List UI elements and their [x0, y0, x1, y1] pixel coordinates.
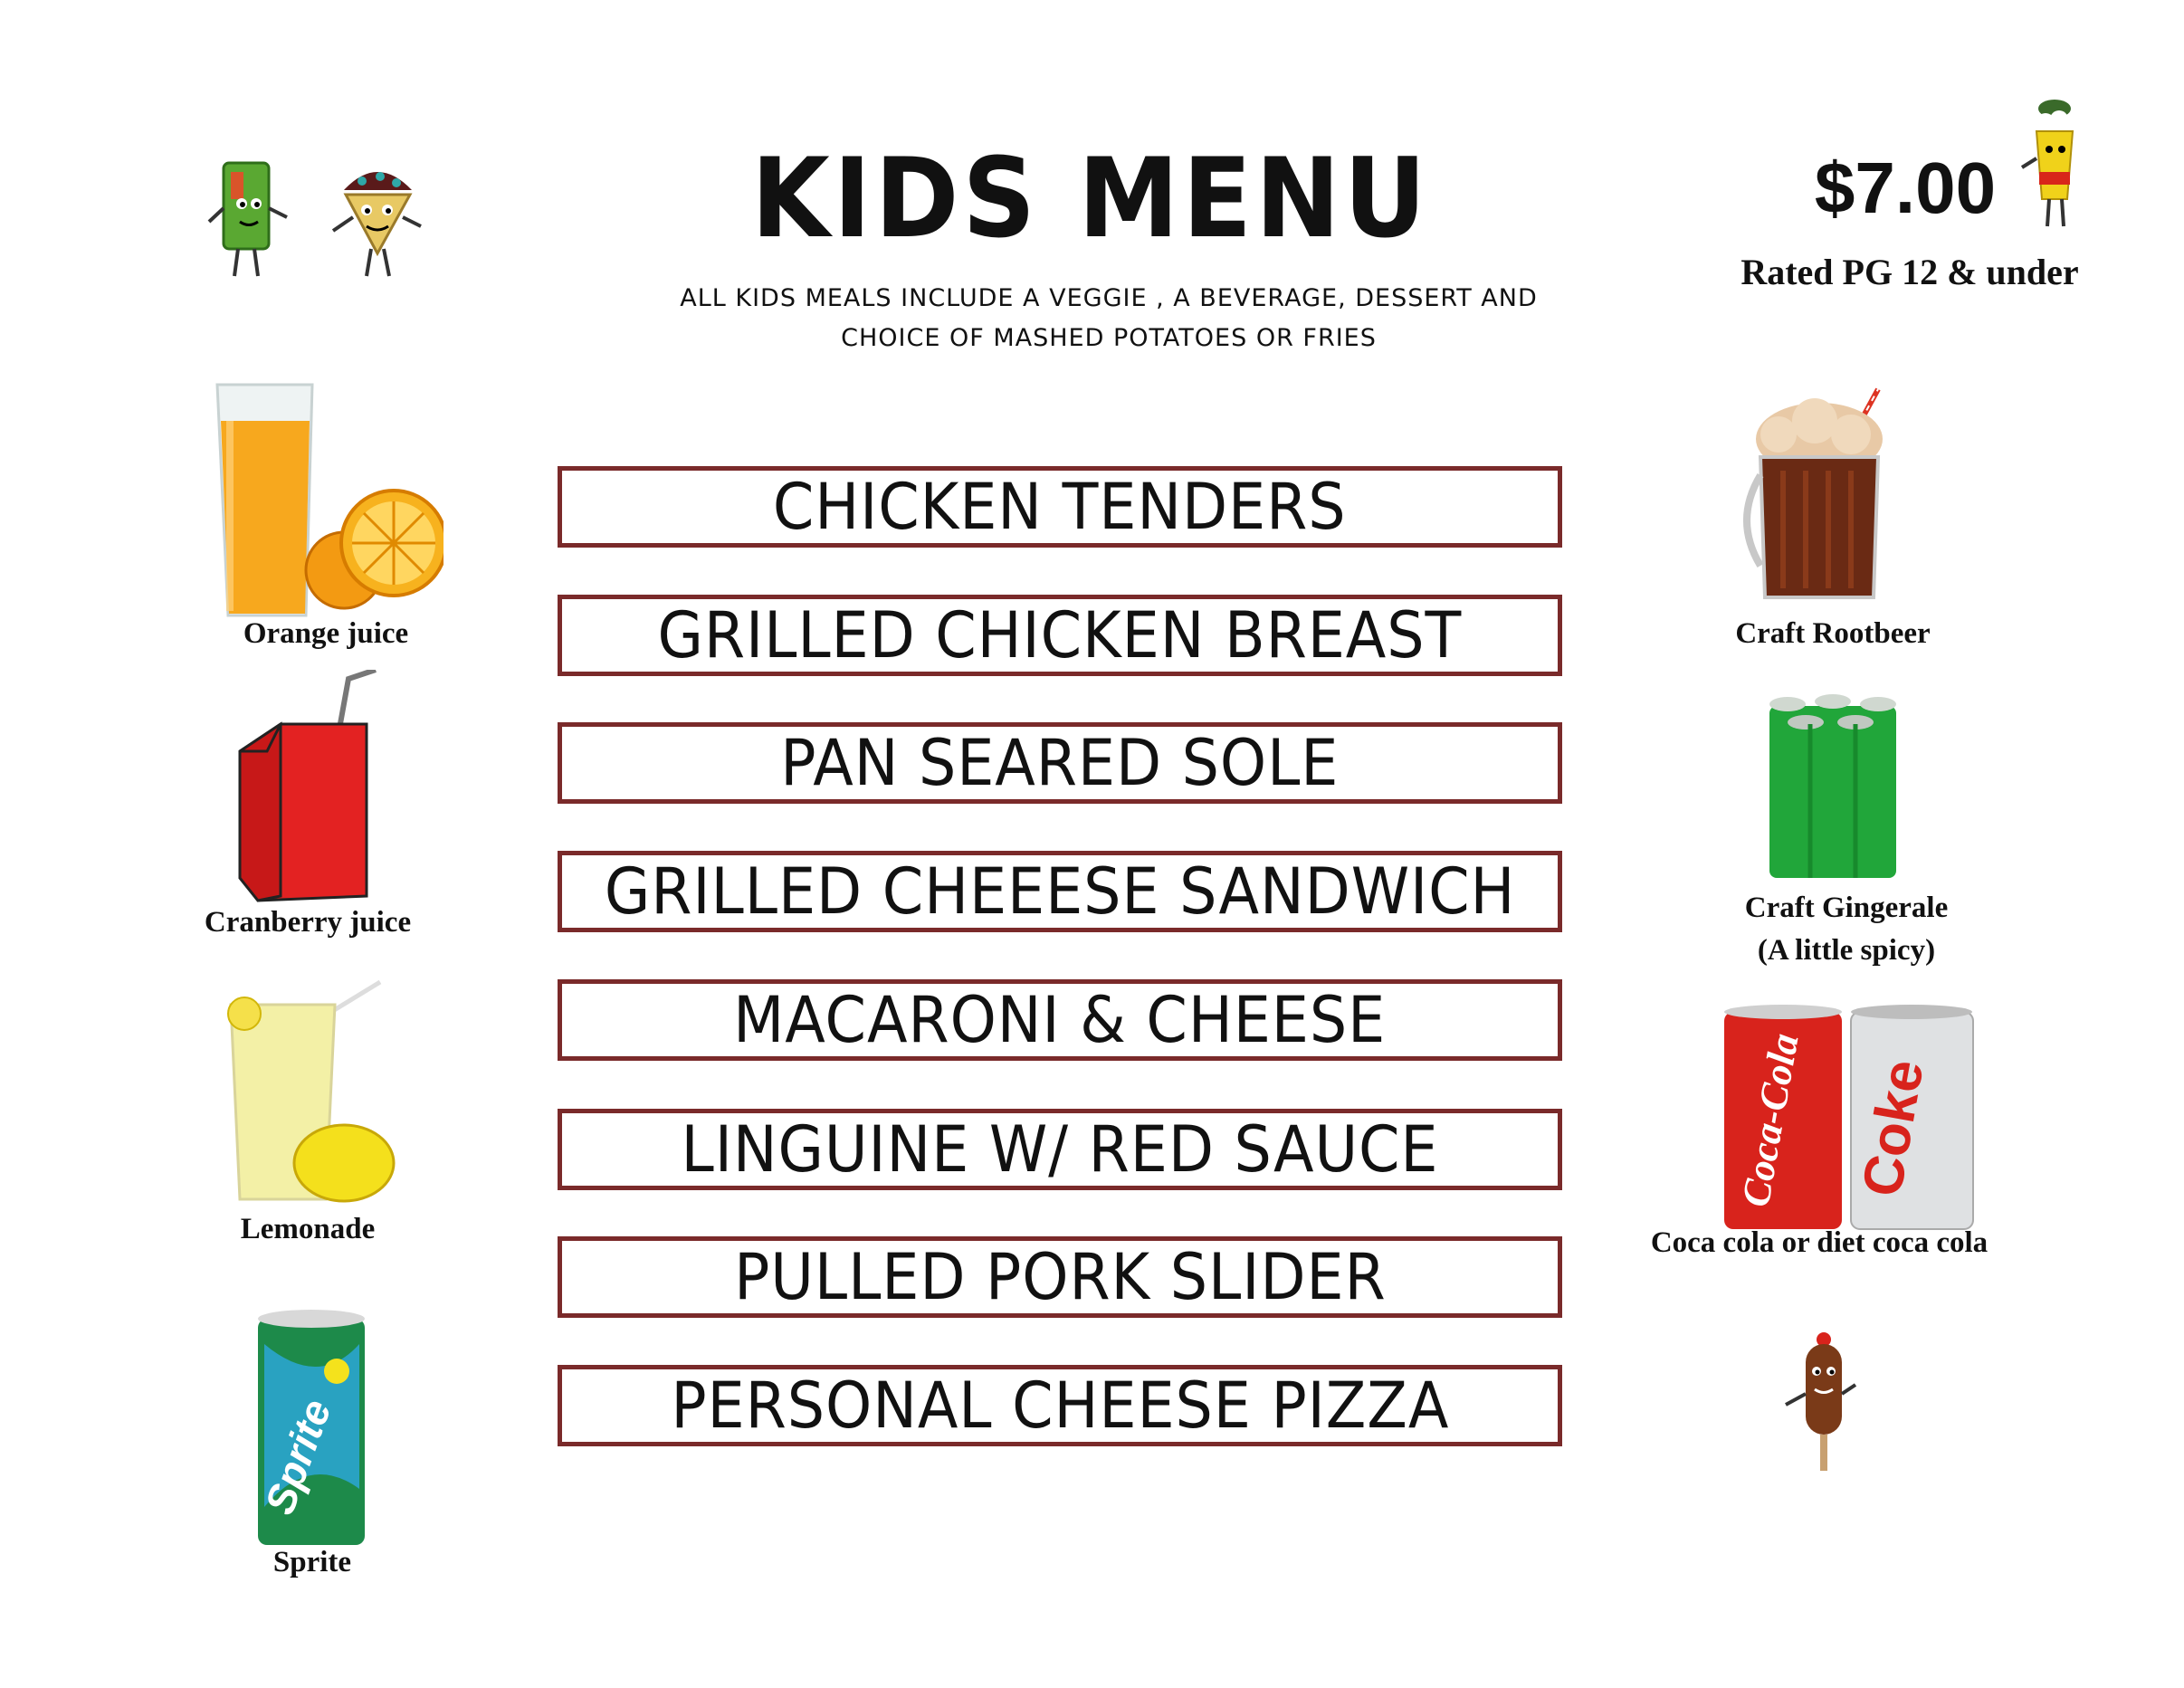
menu-item-pan-seared-sole: PAN SEARED SOLE [558, 722, 1562, 804]
drink-sprite: Sprite [272, 1546, 352, 1578]
drink-craft-rootbeer: Craft Rootbeer [1735, 617, 1931, 650]
menu-item-pork-slider: PULLED PORK SLIDER [558, 1236, 1562, 1318]
rating-note: Rated PG 12 & under [1741, 252, 2079, 292]
subtitle-line-2: CHOICE OF MASHED POTATOES OR FRIES [841, 324, 1377, 352]
page-title: KIDS MENU [751, 135, 1430, 263]
popcorn-mascot-icon [2020, 100, 2075, 227]
green-box-mascot-icon [207, 161, 288, 277]
gingerale-note: (A little spicy) [1757, 934, 1936, 967]
price-label: $7.00 [1814, 148, 1997, 228]
menu-item-grilled-cheese: GRILLED CHEEESE SANDWICH [558, 851, 1562, 932]
sprite-can-icon: Sprite [255, 1310, 365, 1545]
drink-lemonade: Lemonade [240, 1213, 376, 1245]
drink-cranberry-juice: Cranberry juice [204, 906, 412, 939]
chocolate-bar-mascot-icon [1785, 1332, 1857, 1471]
menu-item-grilled-chicken-breast: GRILLED CHICKEN BREAST [558, 595, 1562, 676]
lemonade-icon [227, 979, 396, 1203]
nacho-mascot-icon [331, 172, 422, 277]
menu-item-chicken-tenders: CHICKEN TENDERS [558, 466, 1562, 548]
rootbeer-mug-icon [1743, 387, 1883, 599]
coke-cans-icon: Coca-Cola Coke [1724, 1005, 1974, 1230]
drink-coca-cola: Coca cola or diet coca cola [1650, 1226, 1988, 1259]
drink-craft-gingerale: Craft Gingerale (A little spicy) [1683, 887, 2009, 972]
gingerale-cans-icon [1769, 694, 1896, 878]
drink-orange-juice: Orange juice [243, 617, 409, 650]
gingerale-label: Craft Gingerale [1744, 892, 1949, 924]
subtitle-line-1: ALL KIDS MEALS INCLUDE A VEGGIE , A BEVE… [680, 284, 1538, 312]
orange-juice-icon [215, 383, 443, 617]
menu-item-mac-and-cheese: MACARONI & CHEESE [558, 979, 1562, 1061]
meal-includes-note: ALL KIDS MEALS INCLUDE A VEGGIE , A BEVE… [543, 279, 1674, 358]
juice-box-icon [238, 670, 377, 902]
menu-item-cheese-pizza: PERSONAL CHEESE PIZZA [558, 1365, 1562, 1446]
menu-item-linguine: LINGUINE W/ RED SAUCE [558, 1109, 1562, 1190]
